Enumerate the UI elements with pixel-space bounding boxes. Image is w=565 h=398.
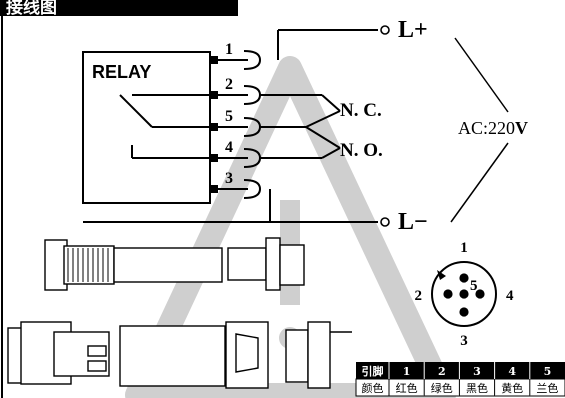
table-color-pin-1: 红色 bbox=[396, 381, 418, 395]
relay-switch-arm bbox=[119, 94, 153, 128]
terminal-l-plus-label: L+ bbox=[398, 17, 428, 43]
table-header-label: 引脚 bbox=[362, 364, 384, 378]
connector-plug-illustration bbox=[7, 237, 352, 389]
connector-pin-face: 1 2 5 4 3 bbox=[415, 240, 515, 349]
terminal-l-minus: L− bbox=[380, 209, 428, 235]
table-pin-3: 3 bbox=[473, 365, 481, 378]
table-pin-4: 4 bbox=[508, 365, 516, 378]
pin-3-label: 3 bbox=[225, 170, 233, 187]
table-pin-5: 5 bbox=[544, 365, 552, 378]
relay-box: RELAY bbox=[82, 51, 211, 204]
nc-label: N. C. bbox=[340, 100, 382, 121]
terminal-l-minus-label: L− bbox=[398, 209, 428, 235]
socket-pin-5 bbox=[459, 289, 469, 299]
pin-1-connector: 1 bbox=[210, 41, 262, 70]
table-color-pin-3: 黑色 bbox=[466, 381, 488, 395]
pin-4-label: 4 bbox=[225, 139, 233, 156]
socket-pin-2-label: 2 bbox=[415, 288, 423, 304]
pin-2-connector: 2 bbox=[210, 76, 262, 105]
no-label: N. O. bbox=[340, 140, 383, 161]
socket-pin-1 bbox=[459, 273, 469, 283]
pin-1-label: 1 bbox=[225, 41, 233, 58]
table-pin-1: 1 bbox=[403, 365, 411, 378]
pin-5-label: 5 bbox=[225, 108, 233, 125]
socket-pin-2 bbox=[443, 289, 453, 299]
socket-pin-4 bbox=[475, 289, 485, 299]
socket-pin-4-label: 4 bbox=[506, 288, 514, 304]
title-tab: 接线图 bbox=[0, 0, 238, 17]
socket-pin-1-label: 1 bbox=[460, 240, 468, 256]
orientation-key-icon bbox=[437, 270, 446, 280]
page-title: 接线图 bbox=[6, 0, 57, 17]
table-color-pin-5: 兰色 bbox=[536, 381, 558, 395]
ac-supply-label: AC:220V bbox=[458, 118, 528, 138]
socket-pin-5-label: 5 bbox=[470, 278, 478, 294]
socket-pin-3 bbox=[459, 307, 469, 317]
ac-supply-leads bbox=[450, 37, 509, 223]
table-color-pin-4: 黄色 bbox=[501, 381, 523, 395]
table-color-pin-2: 绿色 bbox=[431, 381, 453, 395]
relay-label: RELAY bbox=[92, 62, 151, 82]
table-row-label: 颜色 bbox=[362, 381, 384, 395]
terminal-l-plus: L+ bbox=[380, 17, 428, 43]
supply-wiring bbox=[83, 29, 378, 223]
socket-pin-3-label: 3 bbox=[460, 333, 468, 349]
table-pin-2: 2 bbox=[438, 365, 446, 378]
pin-2-label: 2 bbox=[225, 76, 233, 93]
